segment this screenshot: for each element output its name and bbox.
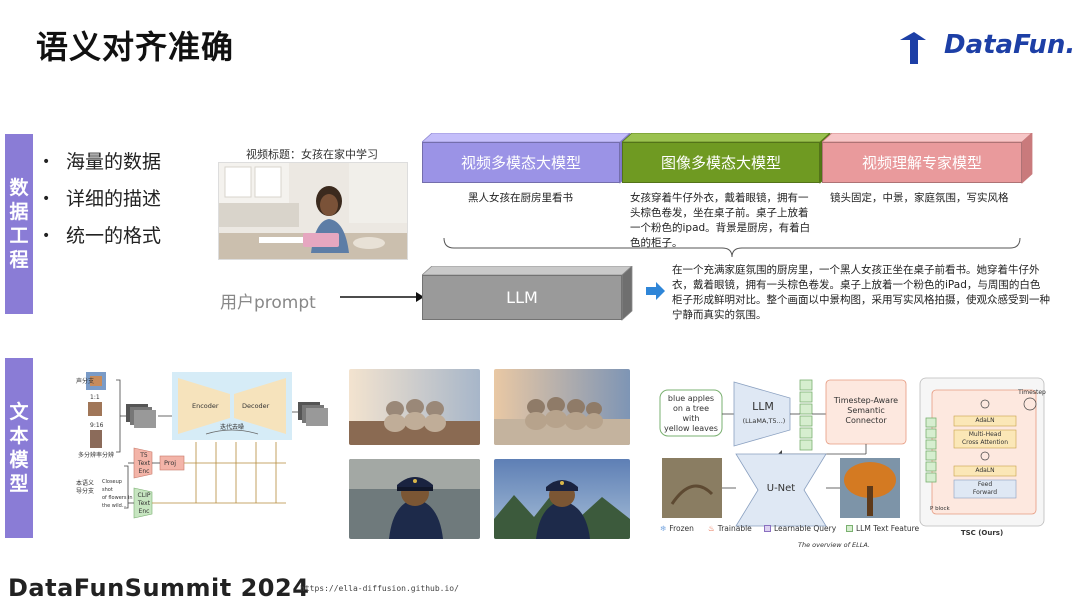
section-char: 工 — [9, 224, 28, 248]
legend-label: LLM Text Feature — [856, 524, 919, 533]
label-clip: CLIP Text Enc — [136, 492, 152, 516]
bullet-item: •统一的格式 — [42, 224, 192, 249]
ella-connector-label: Timestep-Aware Semantic Connector — [826, 396, 906, 426]
architecture-diagram: 噪声分支 1:1 9:16 多分辨率分辨 文本语义 引导分支 Closeup s… — [76, 362, 338, 534]
label-caption: Closeup shot of flowers in the wild... — [102, 478, 134, 510]
swatch-icon — [764, 525, 771, 532]
section-char: 据 — [9, 200, 28, 224]
legend-frozen: ❄Frozen — [660, 524, 694, 533]
label-multi-res: 多分辨率分辨 — [78, 452, 114, 460]
legend-llm-text-feature: LLM Text Feature — [846, 524, 919, 533]
arrow-right-icon — [646, 281, 666, 301]
ella-adaln-2: AdaLN — [954, 467, 1016, 475]
bullet-item: •详细的描述 — [42, 187, 162, 212]
footer-brand: DataFunSummit 2024 — [8, 574, 309, 602]
ella-block-label: P block — [930, 504, 960, 514]
flame-icon: ♨ — [708, 524, 715, 533]
model-label: 视频理解专家模型 — [822, 142, 1022, 183]
video-caption: 视频标题：女孩在家中学习 — [246, 146, 378, 162]
model-output-3: 镜头固定，中景，家庭氛围，写实风格 — [830, 191, 1030, 206]
slide-title: 语义对齐准确 — [36, 22, 234, 68]
legend-label: Trainable — [718, 524, 752, 533]
section-char: 本 — [9, 424, 28, 448]
label-t5: T5 Text Enc — [136, 452, 152, 476]
user-prompt-label: 用户prompt — [220, 288, 316, 313]
llm-label: LLM — [422, 275, 622, 320]
otter-police-photo-2 — [494, 459, 630, 539]
section-char: 文 — [9, 400, 28, 424]
ella-caption: The overview of ELLA. — [774, 540, 894, 550]
llm-box: LLM — [422, 266, 634, 322]
section-char: 程 — [9, 248, 28, 272]
legend-trainable: ♨Trainable — [708, 524, 752, 533]
model-label: 图像多模态大模型 — [622, 142, 820, 183]
ella-overview-diagram: blue apples on a tree with yellow leaves… — [654, 374, 1054, 554]
label-iterative-denoise: 迭代去噪 — [220, 424, 244, 432]
bullet-list: •海量的数据 •详细的描述 •统一的格式 — [42, 150, 192, 261]
label-proj: Proj — [164, 459, 176, 467]
video-multimodal-model-box: 视频多模态大模型 — [422, 133, 632, 185]
snowflake-icon: ❄ — [660, 524, 666, 533]
swatch-icon — [846, 525, 853, 532]
merge-brace — [442, 236, 1022, 258]
datafun-mark-icon — [896, 30, 930, 66]
bullet-item: •海量的数据 — [42, 150, 192, 175]
logo-name: DataFun. — [944, 30, 1075, 60]
label-ratio-2: 9:16 — [90, 422, 103, 430]
ella-ff: Feed Forward — [954, 481, 1016, 497]
label-ratio-1: 1:1 — [90, 394, 100, 402]
arrow-right-icon — [340, 290, 424, 304]
section-char: 模 — [9, 448, 28, 472]
datafun-logo: DataFun. — [944, 30, 1075, 60]
bullet-text: 统一的格式 — [66, 224, 161, 249]
legend-learnable-query: Learnable Query — [764, 524, 836, 533]
video-understanding-model-box: 视频理解专家模型 — [822, 133, 1034, 185]
ella-tsc-title: TSC (Ours) — [920, 528, 1044, 538]
ella-mhca: Multi-Head Cross Attention — [954, 431, 1016, 447]
ella-prompt: blue apples on a tree with yellow leaves — [660, 394, 722, 434]
llm-output-text: 在一个充满家庭氛围的厨房里，一个黑人女孩正坐在桌子前看书。她穿着牛仔外衣，戴着眼… — [672, 263, 1050, 323]
ella-llm-sub: (LLaMA,T5...) — [734, 416, 794, 426]
image-multimodal-model-box: 图像多模态大模型 — [622, 133, 832, 185]
video-thumbnail — [218, 162, 408, 260]
ella-unet-label: U-Net — [754, 484, 808, 494]
kittens-photo-1 — [349, 369, 480, 445]
legend-label: Learnable Query — [774, 524, 836, 533]
ella-llm-label: LLM — [738, 402, 788, 412]
label-encoder: Encoder — [192, 402, 219, 410]
footer-url[interactable]: https://ella-diffusion.github.io/ — [300, 584, 459, 593]
kittens-photo-2 — [494, 369, 630, 445]
otter-police-photo-1 — [349, 459, 480, 539]
ella-adaln-1: AdaLN — [954, 417, 1016, 425]
model-label: 视频多模态大模型 — [422, 142, 620, 183]
label-noise-branch: 噪声分支 — [76, 378, 94, 386]
model-output-1: 黑人女孩在厨房里看书 — [468, 191, 618, 206]
section-label-text-model: 文 本 模 型 — [5, 358, 33, 538]
bullet-text: 海量的数据 — [66, 150, 161, 175]
section-char: 型 — [9, 472, 28, 496]
label-decoder: Decoder — [242, 402, 269, 410]
legend-label: Frozen — [669, 524, 694, 533]
section-label-data-engineering: 数 据 工 程 — [5, 134, 33, 314]
ella-timestep-label: Timestep — [1012, 388, 1052, 398]
bullet-text: 详细的描述 — [66, 187, 161, 212]
section-char: 数 — [9, 176, 28, 200]
